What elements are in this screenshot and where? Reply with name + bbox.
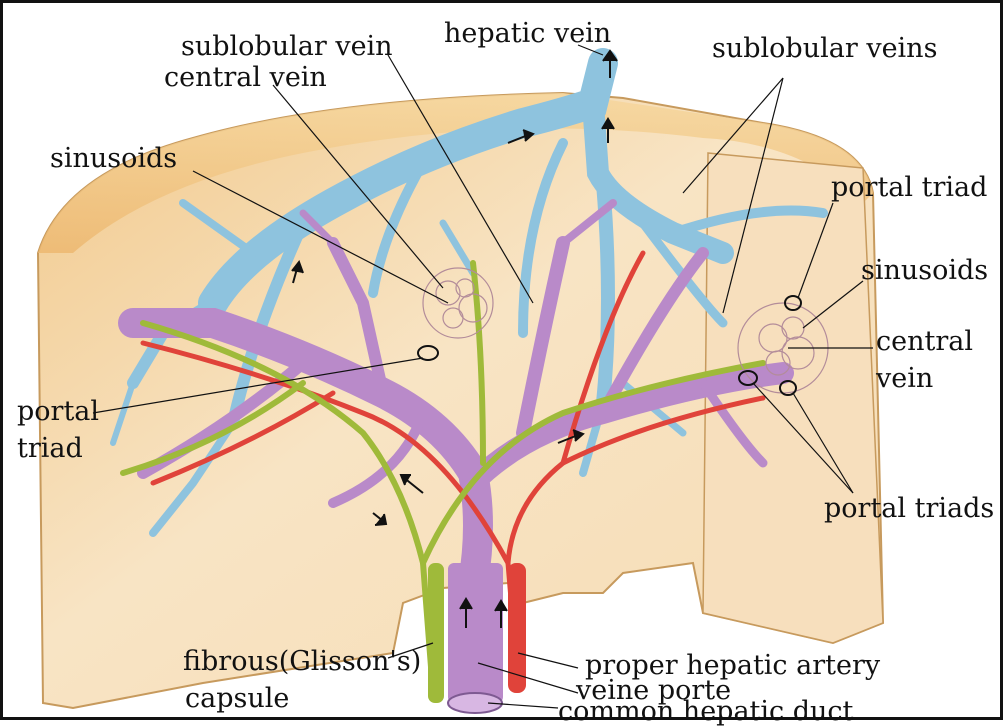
liver-cut-face (703, 153, 883, 643)
label-central-vein-top: central vein (164, 63, 327, 93)
artery-trunk (508, 563, 526, 693)
label-sinusoids-left: sinusoids (50, 144, 177, 174)
bile-duct-trunk (428, 563, 444, 703)
portal-vein-trunk (448, 563, 503, 703)
label-portal-triads: portal triads (824, 494, 994, 524)
label-central-right-1: central (876, 327, 973, 357)
label-hepatic-vein: hepatic vein (444, 19, 611, 49)
label-portal-triad-right: portal triad (831, 173, 987, 203)
liver-illustration (3, 3, 1003, 723)
label-portal-triad-left-2: triad (17, 434, 83, 464)
label-portal-triad-left-1: portal (17, 397, 99, 427)
label-sublobular-vein: sublobular vein (181, 32, 393, 62)
label-sinusoids-right: sinusoids (861, 256, 988, 286)
label-fibrous-capsule-2: capsule (185, 684, 289, 714)
label-fibrous-capsule-1: fibrous(Glisson's) (183, 647, 421, 677)
leader-proper-hepatic-artery (518, 653, 578, 668)
label-central-right-2: vein (876, 364, 933, 394)
label-common-hepatic-duct: common hepatic duct (558, 697, 853, 727)
label-sublobular-veins: sublobular veins (712, 34, 937, 64)
